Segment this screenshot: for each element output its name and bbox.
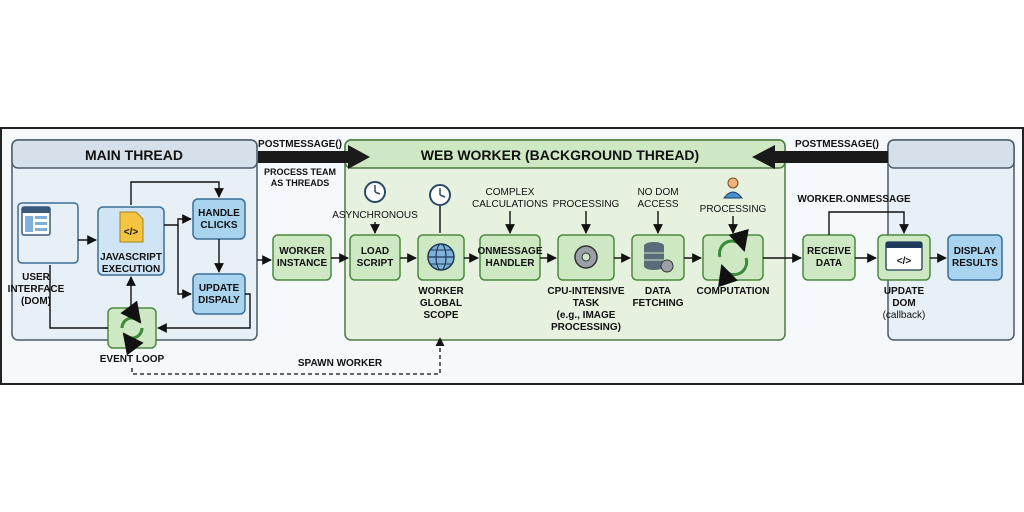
svg-text:DOM: DOM	[892, 298, 915, 309]
svg-text:WORKER: WORKER	[418, 286, 464, 297]
process-team-label-2: AS THREADS	[271, 178, 330, 188]
svg-text:HANDLE: HANDLE	[198, 208, 240, 219]
code-file-icon	[119, 211, 144, 243]
svg-text:SCRIPT: SCRIPT	[357, 258, 394, 269]
svg-text:(e.g., IMAGE: (e.g., IMAGE	[557, 310, 616, 321]
svg-text:(callback): (callback)	[883, 310, 926, 321]
web-worker-title: WEB WORKER (BACKGROUND THREAD)	[421, 147, 699, 163]
load-script-node: LOAD SCRIPT	[349, 234, 401, 281]
svg-text:CPU-INTENSIVE: CPU-INTENSIVE	[547, 286, 625, 297]
person-icon	[722, 177, 744, 199]
update-display-node: UPDATE DISPALY	[192, 273, 246, 315]
svg-text:TASK: TASK	[573, 298, 600, 309]
display-results-node: DISPLAY RESULTS	[947, 234, 1003, 281]
result-arrows	[828, 211, 947, 263]
update-dom-node: </> UPDATE DOM (callback)	[877, 234, 931, 321]
svg-text:RESULTS: RESULTS	[952, 258, 998, 269]
clock-icon	[429, 184, 451, 206]
svg-text:GLOBAL: GLOBAL	[420, 298, 462, 309]
clock-icon	[364, 181, 386, 203]
svg-text:UPDATE: UPDATE	[199, 283, 240, 294]
svg-text:EVENT LOOP: EVENT LOOP	[100, 354, 165, 365]
onmessage-handler-node: ONMESSAGE HANDLER	[477, 234, 543, 281]
cpu-task-node: CPU-INTENSIVE TASK (e.g., IMAGE PROCESSI…	[547, 234, 625, 333]
postmessage-arrow-left: POSTMESSAGE()	[752, 139, 888, 169]
svg-text:DATA: DATA	[816, 258, 842, 269]
worker-instance-node: WORKER INSTANCE	[272, 234, 332, 281]
receive-data-node: RECEIVE DATA	[802, 234, 856, 281]
svg-text:DATA: DATA	[645, 286, 671, 297]
worker-onmessage-label: WORKER.ONMESSAGE	[797, 194, 911, 205]
svg-text:UPDATE: UPDATE	[884, 286, 925, 297]
complex-calc-label-2: CALCULATIONS	[472, 199, 548, 210]
data-fetching-node: DATA FETCHING	[631, 234, 685, 309]
svg-text:LOAD: LOAD	[361, 246, 389, 257]
processing-label-1: PROCESSING	[553, 199, 620, 210]
svg-text:</>: </>	[897, 256, 912, 267]
svg-text:(DOM): (DOM)	[21, 296, 51, 307]
svg-text:CLICKS: CLICKS	[200, 220, 238, 231]
svg-text:ONMESSAGE: ONMESSAGE	[477, 246, 542, 257]
processing-label-2: PROCESSING	[700, 204, 767, 215]
svg-text:SPAWN WORKER: SPAWN WORKER	[298, 358, 383, 369]
svg-text:SCOPE: SCOPE	[423, 310, 458, 321]
svg-text:PROCESSING): PROCESSING)	[551, 322, 621, 333]
worker-global-scope-node: WORKER GLOBAL SCOPE	[417, 234, 465, 321]
postmessage-arrow-right: POSTMESSAGE()	[258, 139, 370, 169]
ui-window-icon	[25, 216, 33, 232]
process-team-label-1: PROCESS TEAM	[264, 167, 336, 177]
no-dom-label-2: ACCESS	[637, 199, 678, 210]
worker-arrows	[331, 206, 802, 263]
svg-text:USER: USER	[22, 272, 51, 283]
svg-text:</>: </>	[124, 227, 139, 238]
computation-node: COMPUTATION	[697, 228, 770, 297]
svg-text:HANDLER: HANDLER	[486, 258, 536, 269]
svg-text:WORKER: WORKER	[279, 246, 325, 257]
postmessage-left-label: POSTMESSAGE()	[258, 139, 342, 150]
svg-text:DISPALY: DISPALY	[198, 295, 240, 306]
svg-text:FETCHING: FETCHING	[632, 298, 683, 309]
user-interface-node: USER INTERFACE (DOM)	[8, 206, 65, 307]
svg-text:JAVASCRIPT: JAVASCRIPT	[100, 252, 162, 263]
no-dom-label-1: NO DOM	[637, 187, 678, 198]
asynchronous-label: ASYNCHRONOUS	[332, 210, 418, 221]
postmessage-right-label: POSTMESSAGE()	[795, 139, 879, 150]
js-execution-node: </> JAVASCRIPT EXECUTION	[97, 206, 165, 276]
complex-calc-label-1: COMPLEX	[486, 187, 535, 198]
svg-text:INTERFACE: INTERFACE	[8, 284, 65, 295]
main-thread-arrows	[49, 181, 272, 333]
svg-text:RECEIVE: RECEIVE	[807, 246, 851, 257]
spawn-worker-arrow: SPAWN WORKER	[131, 337, 445, 375]
svg-text:COMPUTATION: COMPUTATION	[697, 286, 770, 297]
event-loop-node: EVENT LOOP	[100, 300, 165, 365]
refresh-icon	[120, 300, 142, 329]
handle-clicks-node: HANDLE CLICKS	[192, 198, 246, 240]
main-thread-title: MAIN THREAD	[85, 147, 183, 163]
svg-text:INSTANCE: INSTANCE	[277, 258, 328, 269]
refresh-icon	[718, 228, 749, 258]
user-interface-box	[17, 202, 79, 264]
svg-text:DISPLAY: DISPLAY	[954, 246, 997, 257]
svg-text:EXECUTION: EXECUTION	[102, 264, 160, 275]
